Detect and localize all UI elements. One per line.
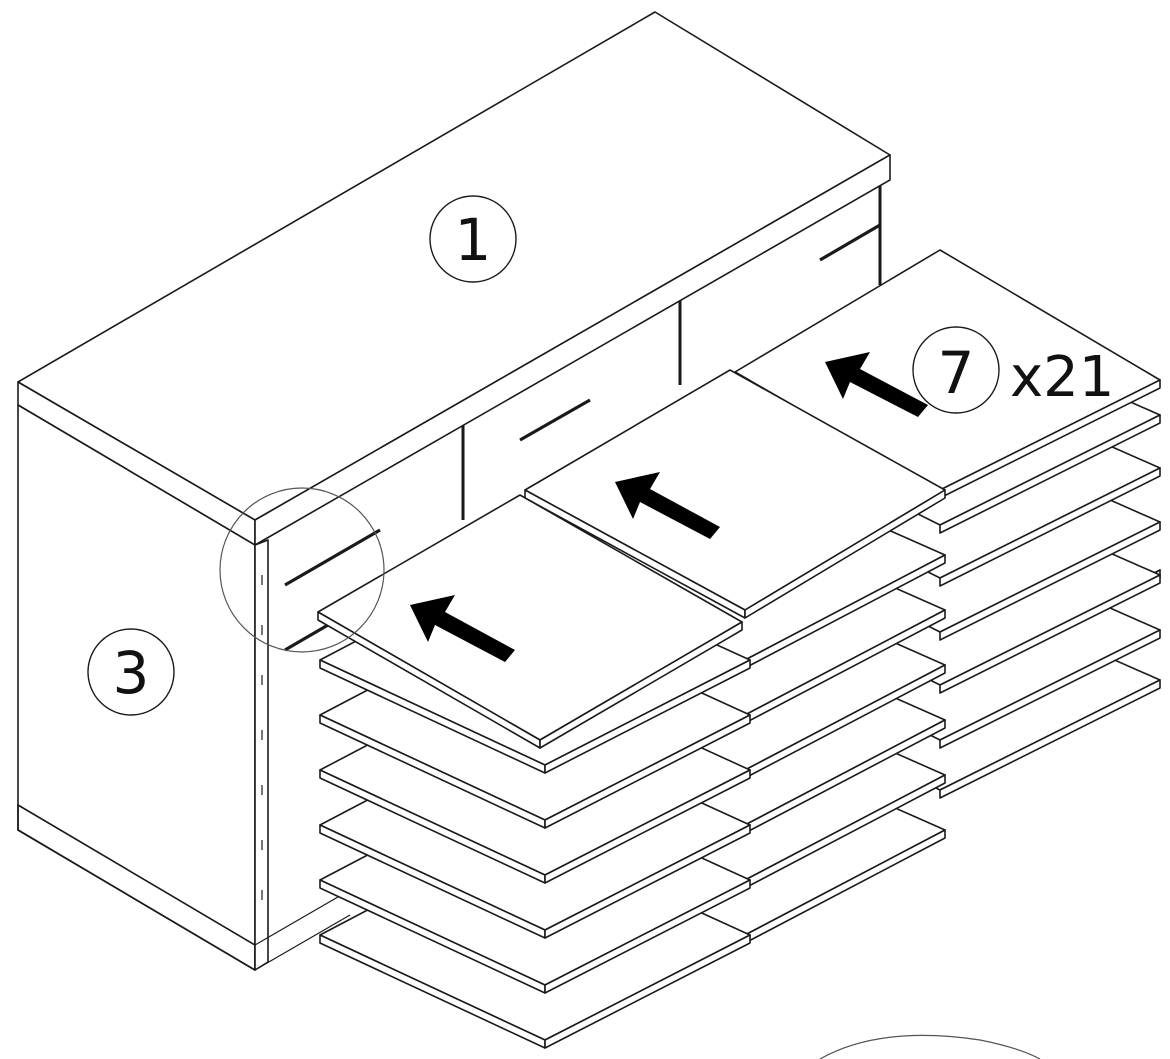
callout-side-panel: 3	[87, 628, 175, 716]
shelf-quantity: x21	[1010, 345, 1114, 410]
detail-circle	[219, 487, 385, 653]
insertion-arrows	[410, 352, 928, 662]
callout-top-panel: 1	[429, 195, 517, 283]
arrow-left-icon	[410, 595, 515, 662]
detail-circle-partial	[819, 1034, 1041, 1059]
callout-label: 1	[455, 206, 492, 274]
callout-shelf: 7 x21	[912, 326, 1114, 414]
arrow-left-icon	[615, 472, 720, 539]
shelves-left-column	[317, 494, 751, 1049]
callout-label: 7	[938, 339, 975, 407]
callout-label: 3	[113, 639, 150, 707]
arrow-left-icon	[825, 352, 928, 417]
